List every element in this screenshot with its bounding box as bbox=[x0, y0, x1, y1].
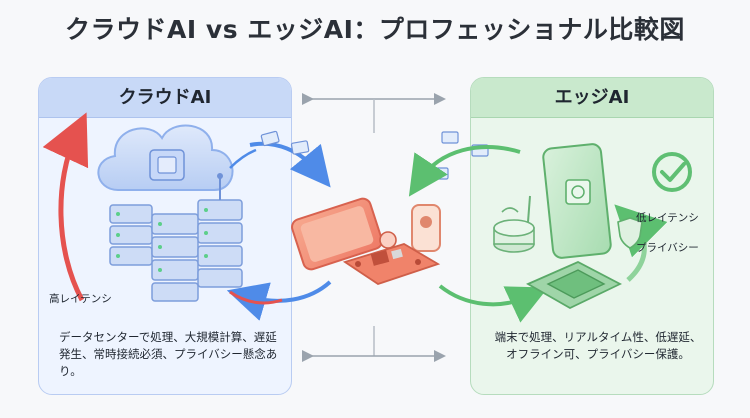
edge-chip-icon bbox=[526, 261, 623, 310]
checkmark-badge-icon bbox=[652, 152, 692, 192]
device-board-icon bbox=[342, 231, 441, 285]
edge-ai-header: エッジAI bbox=[471, 78, 713, 118]
edge-latency-label: 低レイテンシ bbox=[636, 212, 699, 224]
privacy-shield-icon bbox=[617, 217, 643, 249]
edge-to-device-arrow bbox=[408, 145, 521, 197]
cloud-latency-label: 高レイテンシ bbox=[49, 293, 112, 305]
edge-ai-description: 端末で処理、リアルタイム性、低遅延、オフライン可、プライバシー保護。 bbox=[494, 330, 702, 361]
cloud-ai-header: クラウドAI bbox=[39, 78, 291, 118]
page-title: クラウドAI vs エッジAI：プロフェッショナル比較図 bbox=[65, 15, 685, 44]
cloud-datacenter-icon bbox=[97, 124, 243, 302]
edge-privacy-label: プライバシー bbox=[636, 242, 699, 254]
device-to-cloud-arrow bbox=[226, 280, 332, 321]
cloud-ai-description: データセンターで処理、大規模計算、遅延発生、常時接続必須、プライバシー懸念あり。 bbox=[59, 330, 278, 378]
comparison-axis bbox=[302, 93, 446, 362]
cloud-return-arrow bbox=[229, 290, 283, 305]
edge-router-icon bbox=[493, 195, 535, 253]
device-sensor-icon bbox=[411, 204, 441, 252]
device-to-edge-arrow bbox=[438, 284, 549, 323]
device-smartphone-icon bbox=[291, 197, 383, 271]
cloud-upload-arrow bbox=[229, 148, 257, 169]
edge-smartphone-icon bbox=[542, 143, 612, 259]
cloud-latency-arrow bbox=[42, 112, 89, 302]
cloud-to-device-arrow bbox=[249, 141, 331, 188]
